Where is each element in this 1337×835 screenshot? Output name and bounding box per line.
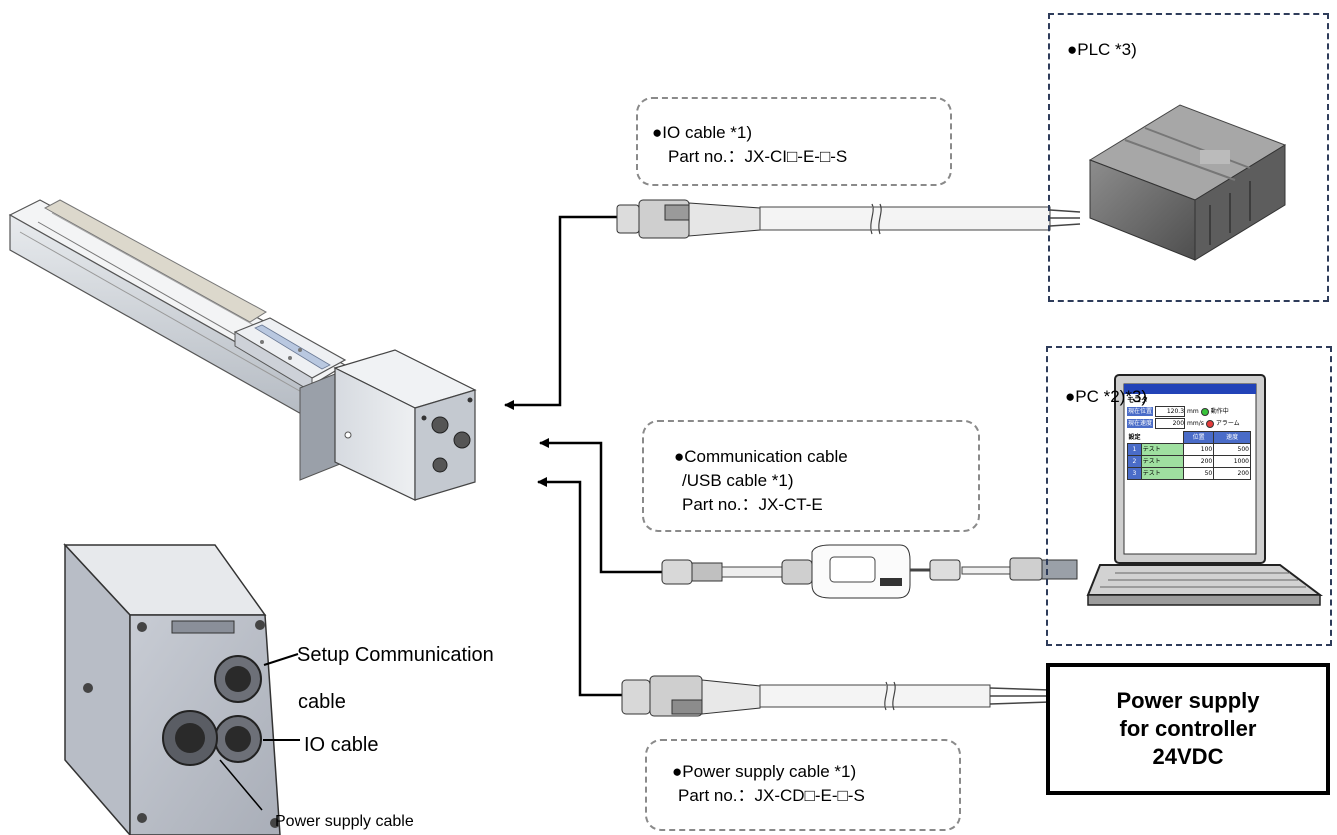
connection-arrows xyxy=(504,215,662,697)
screen-row2-label: 現在速度 xyxy=(1127,419,1154,428)
screen-cell-no: 3 xyxy=(1127,467,1142,480)
comm-cable-illustration xyxy=(661,544,1078,599)
screen-cell-name: テスト xyxy=(1140,467,1185,480)
pc-label: ●PC *2)*3) xyxy=(1065,387,1148,406)
table-row: 3 テスト 50 200 xyxy=(1127,467,1251,480)
power-cable-callout: ●Power supply cable *1) Part no.：JX-CD□-… xyxy=(645,739,961,831)
screen-col-speed: 速度 xyxy=(1213,431,1251,444)
plc-illustration xyxy=(1088,104,1287,261)
io-cable-part: Part no.：JX-CI□-E-□-S xyxy=(668,147,848,166)
screen-row2-unit: mm/s xyxy=(1187,420,1204,427)
comm-cable-callout: ●Communication cable /USB cable *1) Part… xyxy=(642,420,980,532)
screen-title: モニタ xyxy=(1127,396,1148,404)
screen-table: 設定 位置 速度 1 テスト 100 500 2 テスト 200 1000 3 … xyxy=(1127,431,1251,480)
setup-port-label-line1: Setup Communication xyxy=(297,644,494,666)
screen-row1-value: 120.3 xyxy=(1155,406,1186,417)
power-supply-line1: Power supply xyxy=(1116,688,1260,713)
screen-settings-label: 設定 xyxy=(1128,433,1141,441)
port-closeup-illustration xyxy=(63,543,300,835)
screen-col-pos: 位置 xyxy=(1182,431,1215,444)
comm-cable-line1: ●Communication cable xyxy=(674,447,848,466)
power-supply-line3: 24VDC xyxy=(1152,744,1224,769)
pc-box: ●PC *2)*3) xyxy=(1046,346,1332,646)
io-cable-name: ●IO cable *1) xyxy=(652,123,753,142)
io-cable-callout: ●IO cable *1) Part no.：JX-CI□-E-□-S xyxy=(636,97,952,186)
screen-cell-pos: 50 xyxy=(1182,467,1215,480)
table-row: 2 テスト 200 1000 xyxy=(1127,455,1251,468)
power-port-label: Power supply cable xyxy=(275,813,414,830)
status-running-icon xyxy=(1200,407,1209,416)
screen-row1-label: 現在位置 xyxy=(1127,407,1154,416)
power-cable-name: ●Power supply cable *1) xyxy=(672,762,857,781)
io-cable-illustration xyxy=(616,199,1081,239)
status-alarm-icon xyxy=(1205,419,1214,428)
screen-status2: アラーム xyxy=(1215,420,1240,427)
screen-row2-value: 200 xyxy=(1155,418,1186,429)
plc-label: ●PLC *3) xyxy=(1067,40,1137,59)
pc-screen: モニタ 現在位置 120.3 mm 動作中 現在速度 200 mm/s アラーム… xyxy=(1125,395,1255,553)
screen-status1: 動作中 xyxy=(1210,408,1229,415)
io-port-label: IO cable xyxy=(304,734,379,756)
plc-box: ●PLC *3) xyxy=(1048,13,1329,302)
screen-cell-name: テスト xyxy=(1140,455,1185,468)
comm-cable-part: Part no.：JX-CT-E xyxy=(682,495,823,514)
power-cable-illustration xyxy=(621,675,1051,717)
screen-cell-speed: 200 xyxy=(1213,467,1251,480)
actuator-illustration xyxy=(8,199,477,501)
setup-port-label-line2: cable xyxy=(298,691,346,713)
comm-cable-line2: /USB cable *1) xyxy=(682,471,794,490)
screen-row1-unit: mm xyxy=(1187,408,1199,415)
power-supply-box: Power supply for controller 24VDC xyxy=(1046,663,1330,795)
power-supply-line2: for controller xyxy=(1119,716,1257,741)
power-cable-part: Part no.：JX-CD□-E-□-S xyxy=(678,786,865,805)
